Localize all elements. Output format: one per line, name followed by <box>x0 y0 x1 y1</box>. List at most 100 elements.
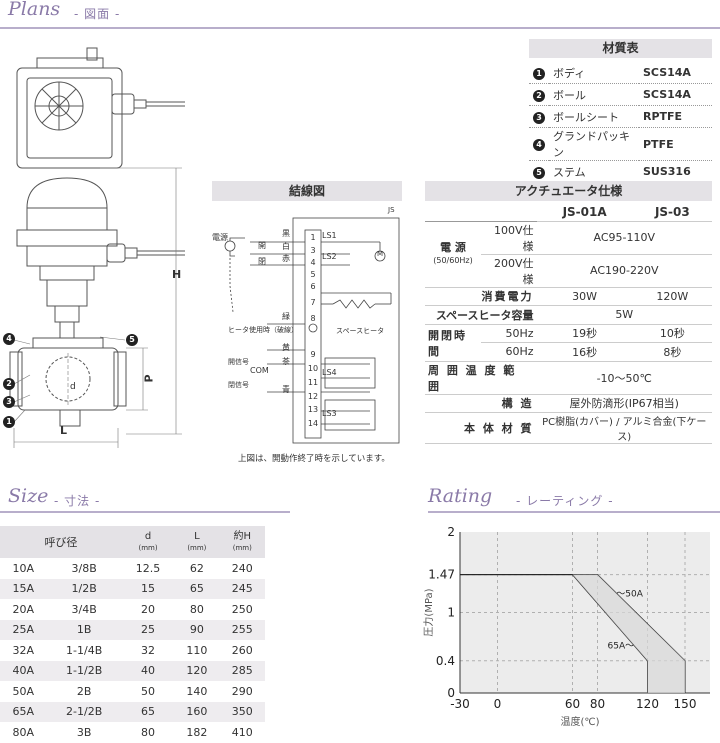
hz50-js01a: 19秒 <box>536 324 633 343</box>
size-l: 110 <box>186 643 208 657</box>
size-header-l: L <box>194 530 200 542</box>
y-axis-label: 圧力(MPa) <box>422 588 435 636</box>
material-num-icon: 2 <box>533 89 545 102</box>
v200-value: AC190-220V <box>536 254 712 288</box>
hz50-label: 50Hz <box>481 324 537 343</box>
plans-subtitle: - 図面 - <box>74 7 121 21</box>
x-axis-label: 温度(℃) <box>560 715 599 728</box>
material-part: ボール <box>549 83 639 106</box>
heater-note: ヒータ使用時（破線） <box>228 326 298 334</box>
size-nominal-b: 2B <box>76 684 92 698</box>
power-spec-sub: (50/60Hz) <box>433 255 473 265</box>
actuator-cover <box>26 177 108 209</box>
material-part: グランドパッキン <box>549 127 639 161</box>
size-header-h: 約H <box>233 530 252 542</box>
actuator-table: JS-01A JS-03 電 源 (50/60Hz) 100V仕様 AC95-1… <box>425 203 712 444</box>
yellow-wire-label: 黄 <box>282 343 290 352</box>
size-l: 182 <box>186 725 208 739</box>
material-value: SCS14A <box>639 83 712 106</box>
size-h: 350 <box>219 701 265 722</box>
size-d: 12.5 <box>135 561 161 575</box>
material-value: RPTFE <box>639 105 712 128</box>
y-tick-label: 2 <box>447 525 455 539</box>
x-tick-label: 120 <box>636 697 659 711</box>
size-header-h-unit: (mm) <box>232 543 252 552</box>
hz60-js01a: 16秒 <box>536 342 633 362</box>
rating-divider <box>428 511 720 513</box>
size-nominal-a: 65A <box>0 701 47 722</box>
x-tick-label: 0 <box>494 697 502 711</box>
size-nominal-b: 1-1/4B <box>66 643 103 657</box>
wiring-model: JS <box>388 206 395 214</box>
hz60-js03: 8秒 <box>632 342 712 362</box>
terminal-number: 10 <box>307 364 319 373</box>
size-l: 140 <box>186 684 208 698</box>
y-tick-label: 0.4 <box>436 654 455 668</box>
material-num-icon: 3 <box>533 111 545 124</box>
temp-label: 周 囲 温 度 範 囲 <box>425 361 537 395</box>
material-value: SCS14A <box>639 62 712 84</box>
motor-label: M <box>377 250 384 258</box>
temp-value: -10〜50℃ <box>536 361 712 395</box>
callout-5: 5 <box>126 334 138 346</box>
hz50-js03: 10秒 <box>632 324 712 343</box>
size-title: Size <box>8 485 49 507</box>
size-header-d-unit: (mm) <box>138 543 158 552</box>
switch-ls1: LS1 <box>322 231 337 240</box>
size-h: 245 <box>219 578 265 599</box>
space-heater-label: スペースヒータ <box>336 327 385 335</box>
blue-wire-label: 青 <box>282 385 290 394</box>
y-tick-label: 0 <box>447 686 455 700</box>
size-l: 90 <box>174 619 220 640</box>
size-h: 240 <box>231 561 253 575</box>
size-nominal-a: 15A <box>0 578 47 599</box>
size-h: 255 <box>219 619 265 640</box>
size-d: 32 <box>141 643 156 657</box>
size-nominal-a: 32A <box>12 643 34 657</box>
size-d: 40 <box>121 660 175 681</box>
close-label: 閉 <box>258 257 266 266</box>
size-h: 290 <box>231 684 253 698</box>
size-d: 50 <box>141 684 156 698</box>
series-label-65a: 65A〜 <box>608 642 635 652</box>
y-tick-label: 1 <box>447 606 455 620</box>
terminal-number: 1 <box>310 233 316 242</box>
size-d: 80 <box>141 725 156 739</box>
body-material-value: PC樹脂(カバー) / アルミ合金(下ケース) <box>536 412 712 444</box>
material-num-icon: 5 <box>533 166 545 179</box>
size-nominal-a: 40A <box>0 660 47 681</box>
power-spec-label: 電 源 <box>440 240 466 254</box>
white-wire-label: 白 <box>282 242 290 251</box>
consumption-js03: 120W <box>632 287 712 306</box>
size-nominal-b: 3/4B <box>71 602 97 616</box>
plans-divider <box>0 27 720 29</box>
size-nominal-a: 50A <box>12 684 34 698</box>
material-num-icon: 1 <box>533 67 545 80</box>
material-part: ステム <box>549 160 639 183</box>
wiring-heading: 結線図 <box>212 181 402 201</box>
dim-h-label: H <box>172 268 182 281</box>
terminal-number: 13 <box>307 405 319 414</box>
actuator-heading: アクチュエータ仕様 <box>425 181 712 201</box>
space-heater-coil <box>332 299 376 309</box>
size-row: 50A 2B 50 140 290 <box>0 681 265 702</box>
close-signal-label: 閉信号 <box>228 381 249 389</box>
materials-heading: 材質表 <box>529 39 712 58</box>
body-material-label: 本 体 材 質 <box>425 412 537 444</box>
col-js03: JS-03 <box>632 203 712 222</box>
size-header-l-unit: (mm) <box>187 543 207 552</box>
callout-3: 3 <box>3 396 15 408</box>
actuator-top-view <box>16 67 123 169</box>
size-l: 80 <box>189 602 204 616</box>
size-d: 65 <box>121 701 175 722</box>
size-l: 62 <box>189 561 204 575</box>
heater-capacity-label: スペースヒータ容量 <box>425 305 537 325</box>
